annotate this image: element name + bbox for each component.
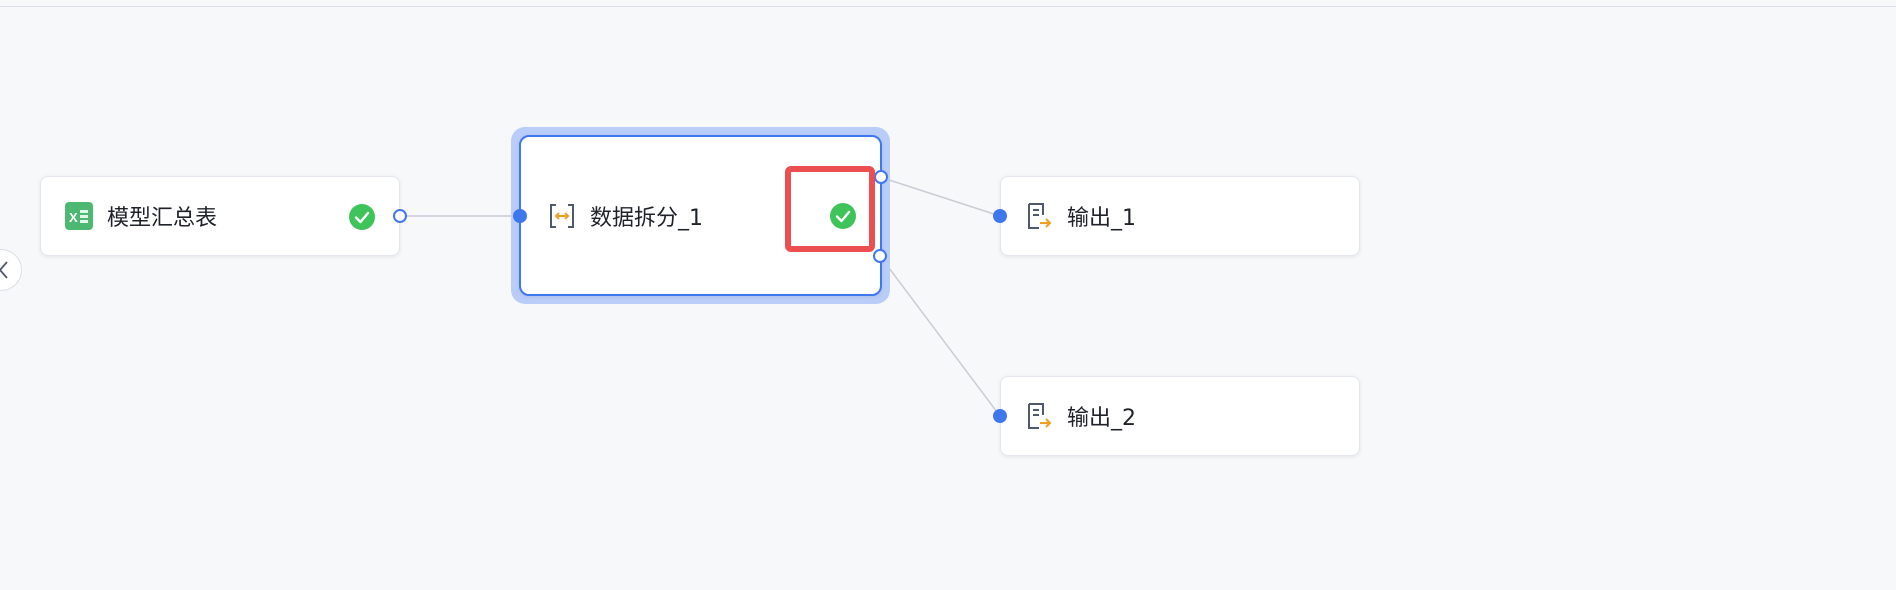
node-output-2[interactable]: 输出_2 [1000,376,1360,456]
output-port[interactable] [393,209,407,223]
success-check-icon [349,204,375,230]
success-check-icon [830,203,856,229]
input-port[interactable] [513,209,527,223]
output-port[interactable] [874,170,888,184]
node-split[interactable]: 数据拆分_1 [519,135,882,296]
output-icon [1025,402,1053,430]
node-output-1[interactable]: 输出_1 [1000,176,1360,256]
chevron-left-icon [0,261,8,279]
output-icon [1025,202,1053,230]
node-label: 输出_2 [1067,406,1136,431]
split-icon [548,202,576,230]
output-port[interactable] [873,249,887,263]
node-source[interactable]: X 模型汇总表 [40,176,400,256]
edge-split-to-output2 [879,255,1001,417]
svg-text:X: X [69,210,78,225]
node-label: 模型汇总表 [107,206,218,231]
excel-icon: X [65,202,93,230]
top-divider [0,6,1896,7]
input-port[interactable] [993,409,1007,423]
edge-split-to-output1 [879,176,1001,217]
collapse-panel-button[interactable] [0,249,22,291]
node-label: 数据拆分_1 [590,205,703,231]
input-port[interactable] [993,209,1007,223]
node-label: 输出_1 [1067,206,1136,231]
